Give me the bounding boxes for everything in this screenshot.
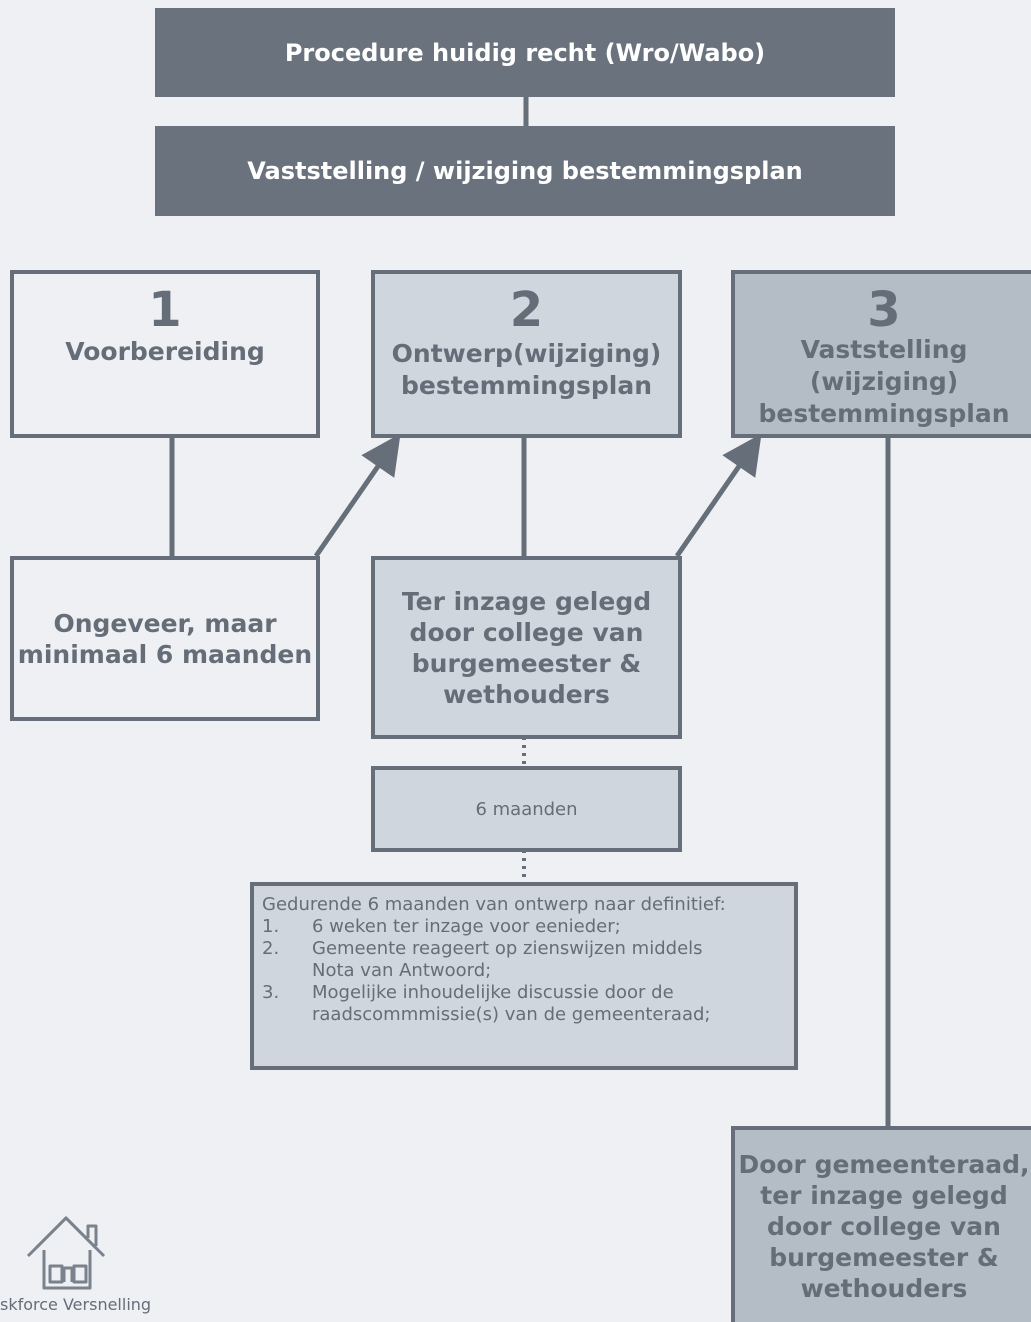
list-item-text: 6 weken ter inzage voor eenieder;	[312, 916, 621, 937]
stage-3-title-line2: (wijziging)	[809, 367, 959, 396]
list-item-text: Gemeente reageert op zienswijzen middels	[312, 938, 703, 959]
list-item: 2. Gemeente reageert op zienswijzen midd…	[262, 938, 784, 982]
stage-2-box: 2 Ontwerp(wijziging) bestemmingsplan	[371, 270, 682, 438]
list-item-index: 3.	[262, 982, 280, 1003]
stage-3-number: 3	[867, 282, 901, 338]
procedure-subtitle: Vaststelling / wijziging bestemmingsplan	[155, 126, 895, 216]
stage-3-note-line5: wethouders	[800, 1273, 968, 1303]
stage-3-box: 3 Vaststelling (wijziging) bestemmingspl…	[731, 270, 1031, 438]
stage-1-box: 1 Voorbereiding	[10, 270, 320, 438]
stage-3-note-line2: ter inzage gelegd	[760, 1180, 1008, 1210]
logo-text: skforce Versnelling	[0, 1295, 152, 1314]
list-item-text: Mogelijke inhoudelijke discussie door de	[312, 982, 674, 1003]
stage-3-note-line1: Door gemeenteraad,	[738, 1149, 1030, 1179]
stage-3-publication-note: Door gemeenteraad, ter inzage gelegd doo…	[731, 1126, 1031, 1322]
procedure-details-box: Gedurende 6 maanden van ontwerp naar def…	[250, 882, 798, 1070]
stage-1-title: Voorbereiding	[65, 337, 265, 366]
arrow-to-stage3	[674, 433, 762, 558]
details-intro: Gedurende 6 maanden van ontwerp naar def…	[262, 894, 726, 915]
stage-2-note-line1: Ter inzage gelegd	[401, 586, 652, 616]
stage-1-note-line1: Ongeveer, maar	[53, 608, 277, 638]
list-item-index: 1.	[262, 916, 280, 937]
stage-2-publication-note: Ter inzage gelegd door college van burge…	[371, 556, 682, 739]
duration-box: 6 maanden	[371, 766, 682, 852]
duration-text: 6 maanden	[475, 798, 578, 820]
list-item: 1. 6 weken ter inzage voor eenieder;	[262, 916, 784, 938]
stage-1-number: 1	[148, 282, 182, 338]
procedure-title-text: Procedure huidig recht (Wro/Wabo)	[284, 38, 766, 67]
stage-2-note-line4: wethouders	[443, 679, 610, 709]
list-item-index: 2.	[262, 938, 280, 959]
arrow-to-stage2	[313, 433, 401, 558]
stage-2-title-line2: bestemmingsplan	[400, 371, 652, 400]
stage-3-title-line1: Vaststelling	[800, 335, 968, 364]
list-item: 3. Mogelijke inhoudelijke discussie door…	[262, 982, 784, 1026]
house-icon	[26, 1216, 106, 1290]
stage-2-note-line3: burgemeester &	[411, 648, 642, 678]
stage-3-title-line3: bestemmingsplan	[758, 399, 1010, 428]
procedure-subtitle-text: Vaststelling / wijziging bestemmingsplan	[247, 157, 803, 185]
stage-1-duration-note: Ongeveer, maar minimaal 6 maanden	[10, 556, 320, 721]
procedure-title: Procedure huidig recht (Wro/Wabo)	[155, 8, 895, 97]
stage-2-title-line1: Ontwerp(wijziging)	[391, 339, 662, 368]
stage-2-note-line2: door college van	[409, 617, 644, 647]
stage-3-note-line4: burgemeester &	[769, 1242, 999, 1272]
list-item-text-cont: raadscommmissie(s) van de gemeenteraad;	[312, 1004, 711, 1025]
stage-1-note-line2: minimaal 6 maanden	[17, 639, 313, 669]
details-list: 1. 6 weken ter inzage voor eenieder; 2. …	[262, 916, 784, 1026]
list-item-text-cont: Nota van Antwoord;	[312, 960, 492, 981]
stage-2-number: 2	[509, 282, 544, 338]
stage-3-note-line3: door college van	[767, 1211, 1001, 1241]
